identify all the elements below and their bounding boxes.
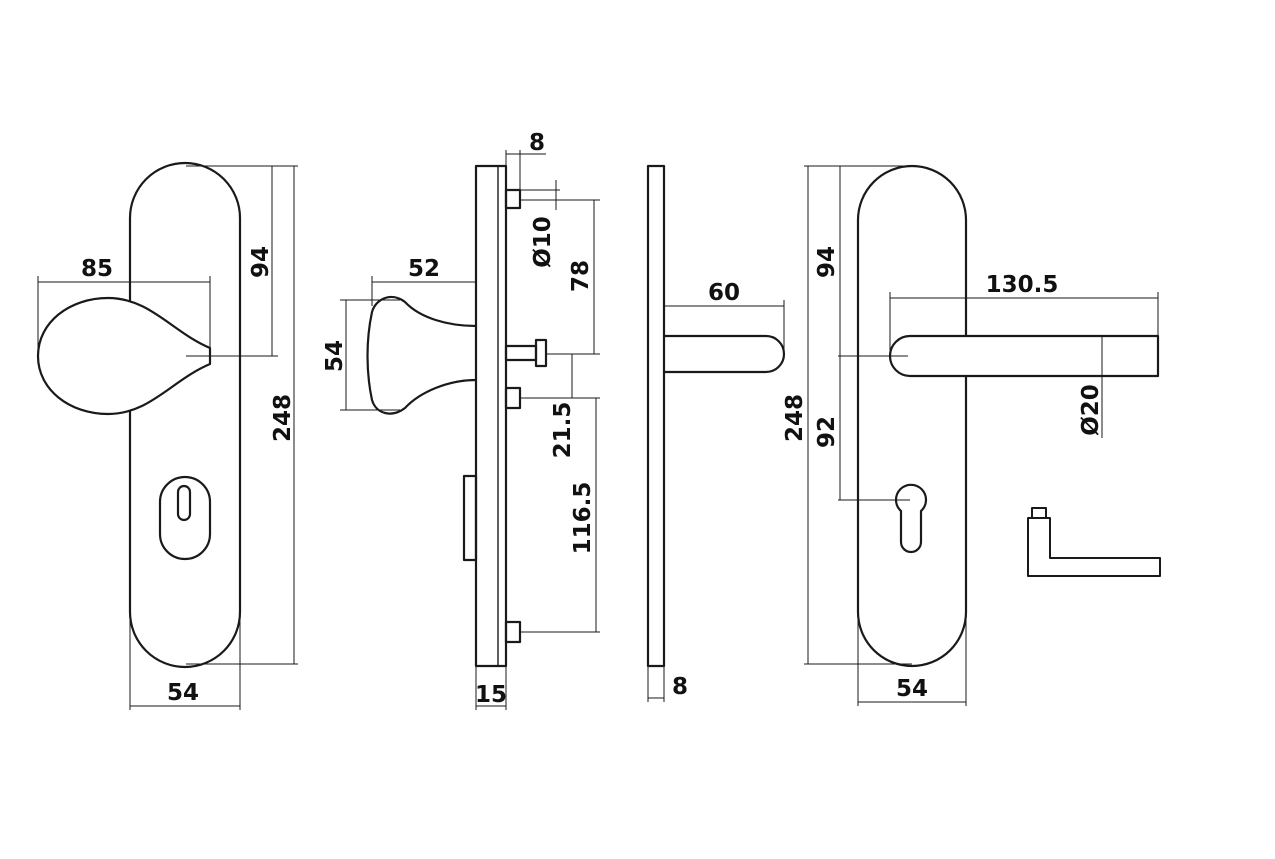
dim-lever-axis-from-top: 94 bbox=[814, 246, 840, 278]
spindle bbox=[504, 344, 538, 362]
side-plate bbox=[474, 164, 508, 668]
lever-pictogram bbox=[1027, 507, 1161, 577]
dim-side-spindle-to-screw: 21.5 bbox=[550, 402, 576, 459]
cylinder-slot bbox=[176, 484, 192, 522]
knob-body bbox=[36, 296, 212, 416]
euro-cylinder-keyhole bbox=[894, 483, 928, 554]
dim-knob-axis-from-top: 94 bbox=[248, 246, 274, 278]
lever-handle bbox=[888, 334, 1160, 378]
dim-knob-plate-width: 54 bbox=[167, 680, 199, 706]
cylinder-escutcheon bbox=[158, 475, 212, 561]
side-knob-profile bbox=[366, 295, 478, 415]
dim-lever-side-projection: 60 bbox=[708, 280, 740, 306]
dim-side-top-pin-offset: 8 bbox=[529, 130, 545, 156]
dim-lever-plate-height: 248 bbox=[782, 394, 808, 442]
dim-knob-plate-height: 248 bbox=[270, 394, 296, 442]
dim-lever-side-plate-thickness: 8 bbox=[672, 674, 688, 700]
dim-lever-plate-width: 54 bbox=[896, 676, 928, 702]
knob-side-view: 8 Ø10 78 21.5 116.5 52 54 15 bbox=[322, 130, 600, 710]
dim-side-screw-spacing: 116.5 bbox=[570, 482, 596, 555]
lever-backplate-outline bbox=[856, 164, 968, 668]
dim-lever-axis-to-cylinder: 92 bbox=[814, 416, 840, 448]
dim-side-knob-depth: 52 bbox=[408, 256, 440, 282]
bottom-screw-boss bbox=[504, 620, 522, 644]
side-plate-rib bbox=[462, 474, 478, 562]
top-pin bbox=[504, 188, 522, 210]
spindle-cap bbox=[534, 338, 548, 368]
knob-backplate-outline bbox=[128, 161, 242, 669]
knob-plate-front-view: 85 94 248 54 bbox=[36, 161, 298, 710]
dim-side-knob-diameter: 54 bbox=[322, 340, 348, 372]
dim-lever-diameter: Ø20 bbox=[1078, 384, 1104, 436]
pictogram-lever bbox=[1027, 517, 1161, 577]
dim-side-pin-to-spindle: 78 bbox=[568, 260, 594, 292]
lever-side-view: 60 8 bbox=[646, 164, 786, 702]
dim-side-pin-diameter: Ø10 bbox=[530, 216, 556, 268]
dim-side-plate-thickness: 15 bbox=[475, 682, 507, 708]
pictogram-cap bbox=[1031, 507, 1047, 519]
lever-plate-front-view: 94 92 248 130.5 Ø20 54 bbox=[782, 164, 1160, 706]
lever-side-plate bbox=[646, 164, 666, 668]
side-plate-inner-edge bbox=[497, 165, 507, 667]
dim-lever-length: 130.5 bbox=[986, 272, 1059, 298]
lever-side-arm bbox=[662, 334, 786, 374]
dim-knob-projection: 85 bbox=[81, 256, 113, 282]
middle-screw-boss bbox=[504, 386, 522, 410]
